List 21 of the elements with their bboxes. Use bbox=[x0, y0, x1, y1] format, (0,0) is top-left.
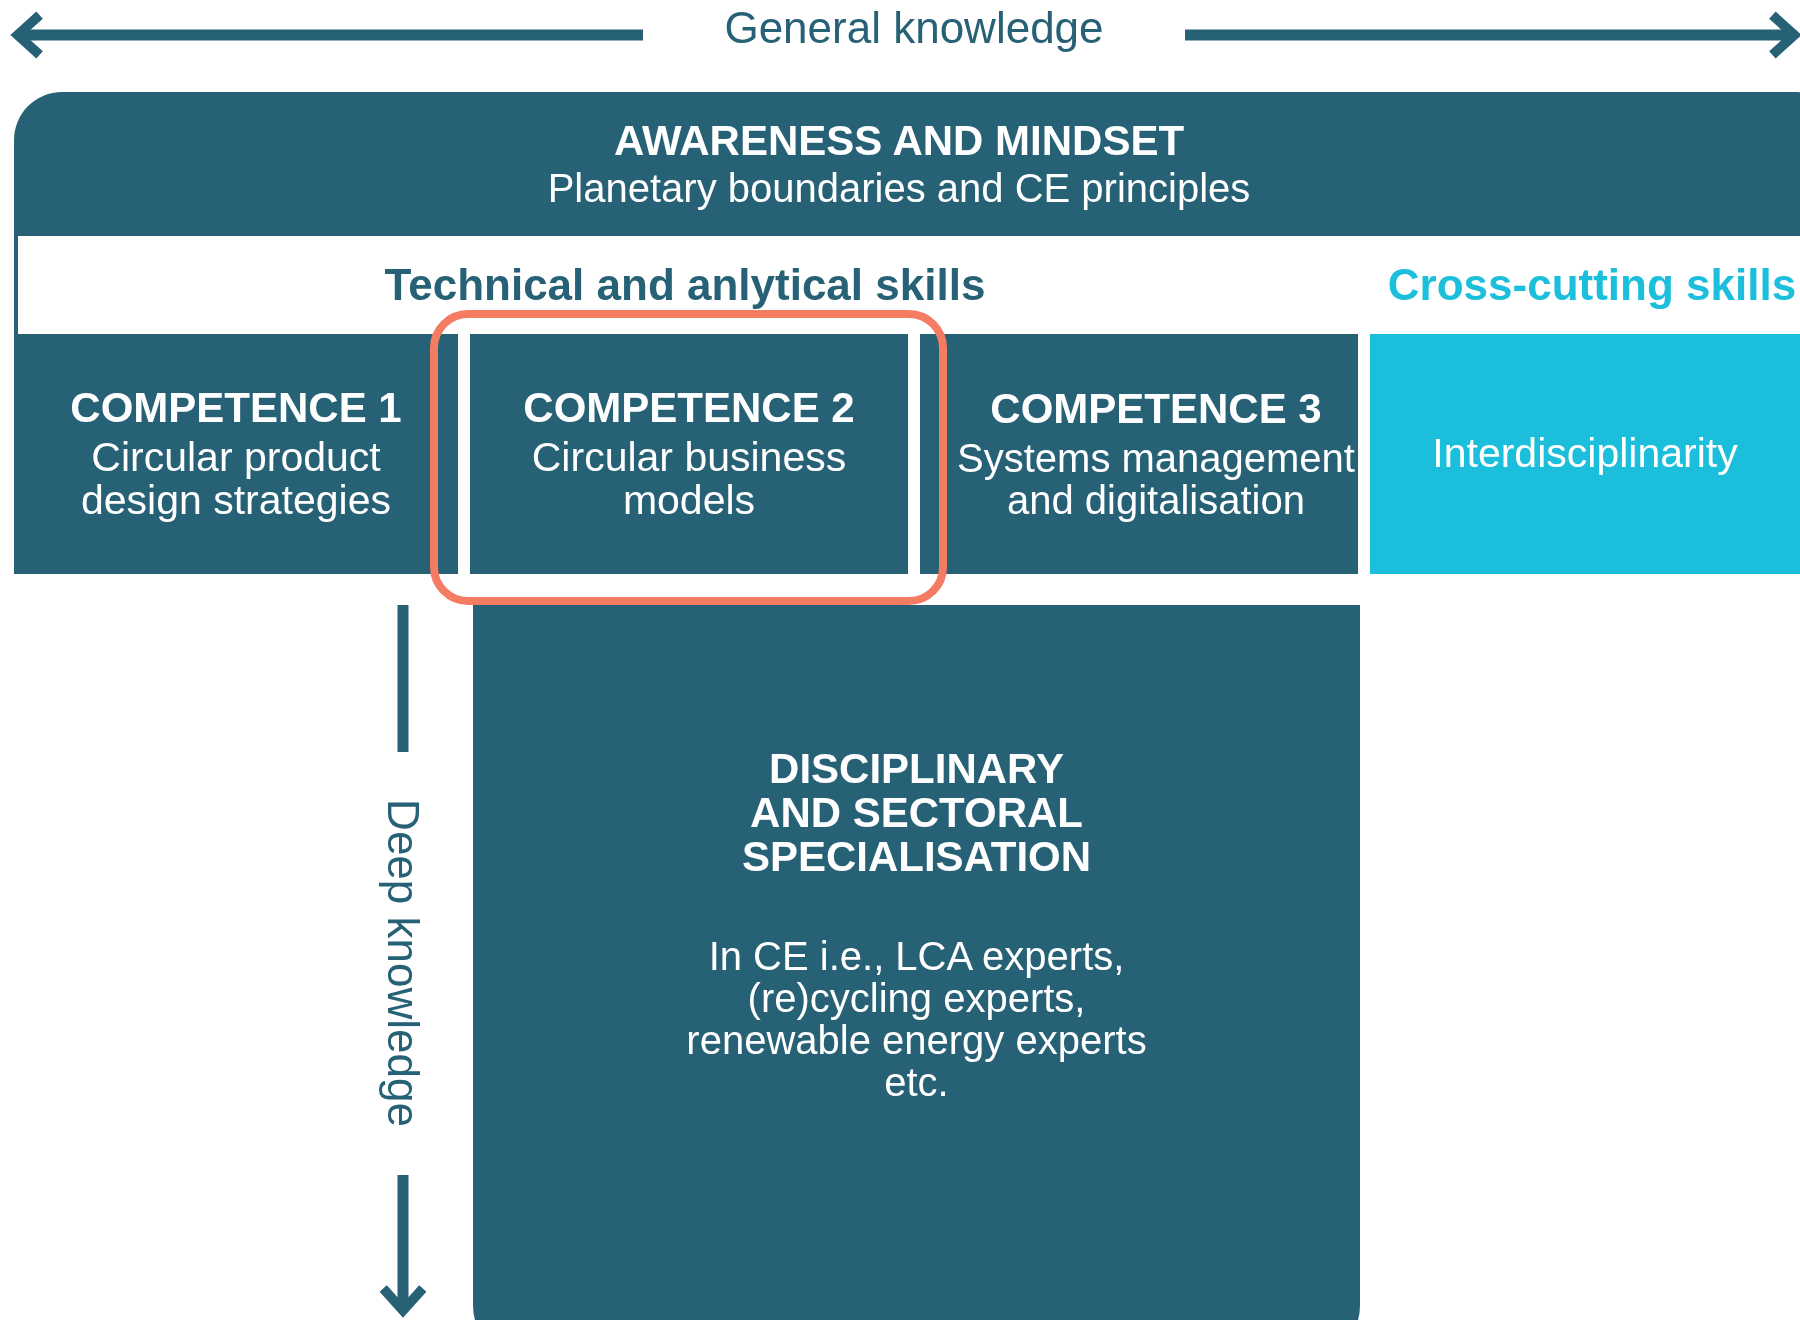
group-heading: Technical and anlytical skills bbox=[384, 260, 986, 310]
box-text: Systems management and digitalisation bbox=[956, 437, 1356, 522]
competence-box bbox=[920, 334, 1358, 574]
box-heading: COMPETENCE 3 bbox=[990, 386, 1322, 432]
competence-box bbox=[470, 334, 908, 574]
skill-box bbox=[1370, 334, 1800, 574]
box-text: Planetary boundaries and CE principles bbox=[547, 167, 1251, 210]
specialisation-box bbox=[473, 605, 1360, 1320]
box-text: Interdisciplinarity bbox=[1432, 432, 1738, 476]
awareness-band bbox=[14, 92, 1800, 236]
axis-label: Deep knowledge bbox=[378, 799, 428, 1127]
axis-label: General knowledge bbox=[724, 3, 1104, 53]
box-text: Circular product design strategies bbox=[80, 436, 392, 523]
box-heading: AWARENESS AND MINDSET bbox=[613, 118, 1185, 164]
box-heading: DISCIPLINARY AND SECTORAL SPECIALISATION bbox=[740, 746, 1093, 880]
box-heading: COMPETENCE 2 bbox=[523, 385, 855, 430]
box-text: In CE i.e., LCA experts, (re)cycling experts, renewable energy experts etc. bbox=[685, 935, 1148, 1104]
box-text: Circular business models bbox=[530, 436, 848, 523]
competence-box bbox=[14, 334, 458, 574]
group-heading: Cross-cutting skills bbox=[1387, 260, 1797, 310]
box-heading: COMPETENCE 1 bbox=[70, 385, 402, 430]
